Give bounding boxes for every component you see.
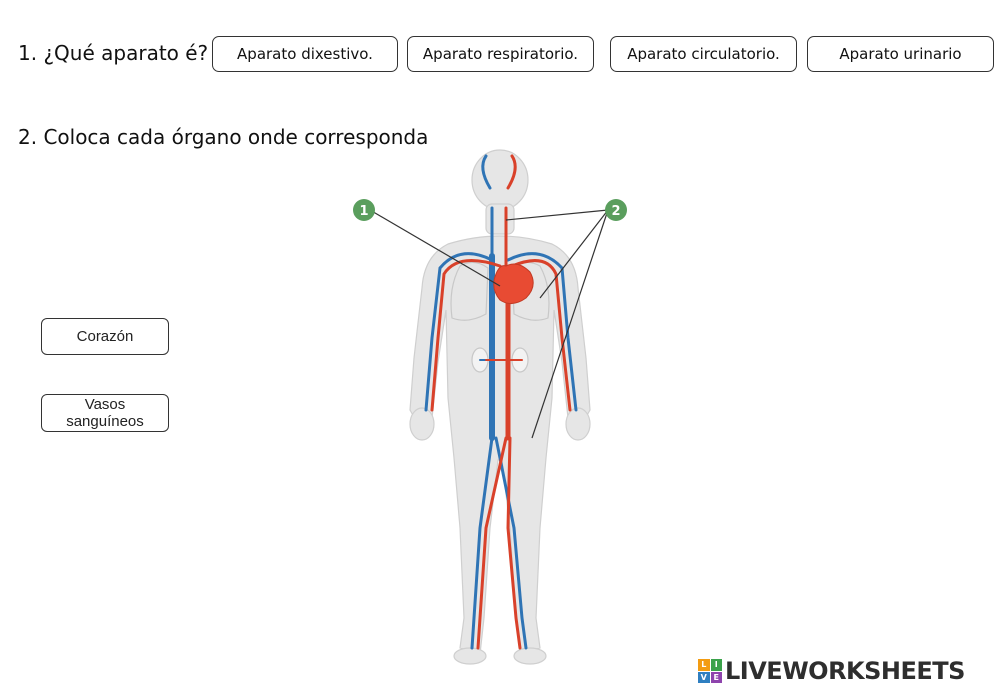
option-aparato-respiratorio[interactable]: Aparato respiratorio. — [407, 36, 594, 72]
svg-text:1: 1 — [359, 204, 368, 219]
liveworksheets-logo: L I V E LIVEWORKSHEETS — [698, 656, 965, 686]
option-aparato-dixestivo[interactable]: Aparato dixestivo. — [212, 36, 398, 72]
liveworksheets-mark-icon: L I V E — [698, 659, 722, 683]
heart — [493, 263, 534, 304]
arteries — [430, 154, 572, 650]
marker-1: 1 — [353, 199, 375, 221]
draggable-vasos-sanguineos[interactable]: Vasos sanguíneos — [41, 394, 169, 432]
circulatory-system-figure: 1 2 — [353, 149, 627, 665]
svg-text:2: 2 — [611, 204, 620, 219]
leader-lines — [369, 209, 609, 439]
liveworksheets-wordmark: LIVEWORKSHEETS — [725, 657, 965, 685]
question-2-title: 2. Coloca cada órgano onde corresponda — [18, 125, 429, 149]
marker-2: 2 — [605, 199, 627, 221]
body-silhouette — [409, 149, 591, 665]
veins — [424, 154, 578, 650]
option-aparato-urinario[interactable]: Aparato urinario — [807, 36, 994, 72]
option-aparato-circulatorio[interactable]: Aparato circulatorio. — [610, 36, 797, 72]
draggable-corazon[interactable]: Corazón — [41, 318, 169, 355]
question-1-title: 1. ¿Qué aparato é? — [18, 41, 209, 65]
